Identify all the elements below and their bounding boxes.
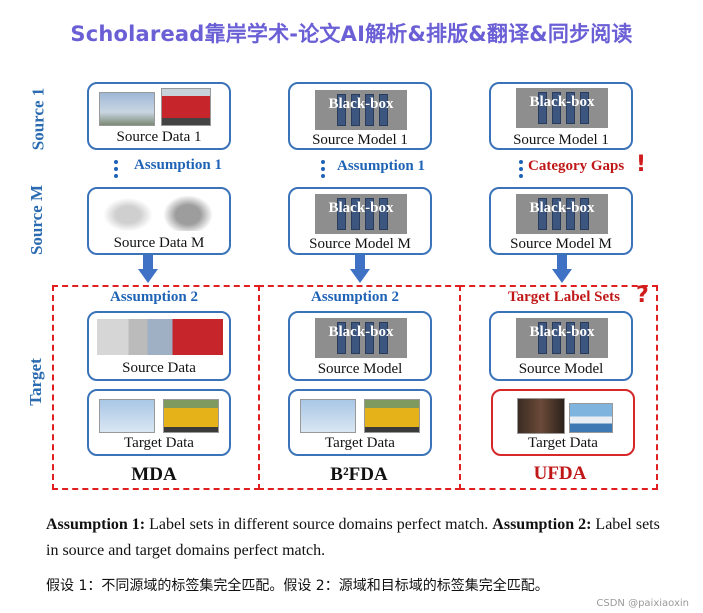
blackbox-label: Black-box xyxy=(516,324,608,341)
chinese-note: 假设 1：不同源域的标签集完全匹配。假设 2：源域和目标域的标签集完全匹配。 xyxy=(46,575,549,595)
jet-image xyxy=(300,399,356,433)
b2fda-target-caption: Target Data xyxy=(290,435,430,452)
ufda-sourceM-caption: Source Model M xyxy=(491,236,631,253)
ufda-source-model-box: Black-box Source Model xyxy=(489,311,633,381)
b2fda-source1-box: Black-box Source Model 1 xyxy=(288,82,432,150)
b2fda-sourceM-caption: Source Model M xyxy=(290,236,430,253)
people-image xyxy=(517,398,565,434)
mda-assumption2-label: Assumption 2 xyxy=(110,289,198,306)
mda-source1-caption: Source Data 1 xyxy=(89,129,229,146)
row-label-sourceM: Source M xyxy=(27,175,47,265)
blackbox-model-icon: Black-box xyxy=(315,194,407,234)
mda-source1-box: Source Data 1 xyxy=(87,82,231,150)
watermark: CSDN @paixiaoxin xyxy=(596,598,689,609)
airplane-render-image xyxy=(99,195,157,231)
schoolbus-image xyxy=(163,399,219,433)
b2fda-source-model-box: Black-box Source Model xyxy=(288,311,432,381)
mda-source-caption: Source Data xyxy=(89,360,229,377)
ufda-ellipsis xyxy=(519,160,523,181)
ufda-source-caption: Source Model xyxy=(491,361,631,378)
note-a2-label: Assumption 2: xyxy=(492,516,591,533)
ufda-source1-caption: Source Model 1 xyxy=(491,132,631,149)
b2fda-ellipsis xyxy=(321,160,325,181)
page-title: Scholaread靠岸学术-论文AI解析&排版&翻译&同步阅读 xyxy=(0,18,703,48)
blackbox-model-icon: Black-box xyxy=(516,318,608,358)
blackbox-model-icon: Black-box xyxy=(315,318,407,358)
question-icon: ? xyxy=(636,283,649,308)
mda-source-data-box: Source Data xyxy=(87,311,231,381)
blackbox-label: Black-box xyxy=(315,96,407,113)
mda-down-arrow xyxy=(138,255,158,283)
b2fda-assumption1-label: Assumption 1 xyxy=(337,158,425,175)
assumptions-note: Assumption 1: Label sets in different so… xyxy=(46,512,671,564)
mda-target-caption: Target Data xyxy=(89,435,229,452)
ufda-target-data-box: Target Data xyxy=(491,389,635,456)
bus-render-image xyxy=(163,195,213,231)
mda-assumption1-label: Assumption 1 xyxy=(134,157,222,174)
blackbox-label: Black-box xyxy=(315,324,407,341)
blackbox-label: Black-box xyxy=(516,94,608,111)
exclamation-icon: ! xyxy=(636,152,646,177)
note-a1-text: Label sets in different source domains p… xyxy=(145,516,492,533)
mda-sourceM-caption: Source Data M xyxy=(89,235,229,252)
ufda-target-caption: Target Data xyxy=(493,435,633,452)
ufda-source1-box: Black-box Source Model 1 xyxy=(489,82,633,150)
mda-sourceM-box: Source Data M xyxy=(87,187,231,255)
jet-image xyxy=(99,399,155,433)
blackbox-model-icon: Black-box xyxy=(315,90,407,130)
blackbox-model-icon: Black-box xyxy=(516,88,608,128)
method-label-ufda: UFDA xyxy=(500,463,620,485)
blackbox-label: Black-box xyxy=(315,200,407,217)
boat-image xyxy=(569,403,613,433)
b2fda-source1-caption: Source Model 1 xyxy=(290,132,430,149)
method-label-mda: MDA xyxy=(94,464,214,486)
note-a1-label: Assumption 1: xyxy=(46,516,145,533)
row-label-source1: Source 1 xyxy=(29,82,49,157)
blackbox-model-icon: Black-box xyxy=(516,194,608,234)
method-label-b2fda: B²FDA xyxy=(299,464,419,486)
mda-target-data-box: Target Data xyxy=(87,389,231,456)
ufda-target-label-sets-label: Target Label Sets xyxy=(508,289,620,306)
b2fda-source-caption: Source Model xyxy=(290,361,430,378)
b2fda-sourceM-box: Black-box Source Model M xyxy=(288,187,432,255)
ufda-category-gaps-label: Category Gaps xyxy=(528,158,624,175)
mixed-source-images xyxy=(97,319,223,355)
b2fda-assumption2-label: Assumption 2 xyxy=(311,289,399,306)
ufda-sourceM-box: Black-box Source Model M xyxy=(489,187,633,255)
row-label-target: Target xyxy=(26,347,46,417)
schoolbus-image xyxy=(364,399,420,433)
bus-image xyxy=(161,88,211,126)
b2fda-down-arrow xyxy=(350,255,370,283)
ufda-down-arrow xyxy=(552,255,572,283)
mda-ellipsis xyxy=(114,160,118,181)
blackbox-label: Black-box xyxy=(516,200,608,217)
airplane-image xyxy=(99,92,155,126)
b2fda-target-data-box: Target Data xyxy=(288,389,432,456)
